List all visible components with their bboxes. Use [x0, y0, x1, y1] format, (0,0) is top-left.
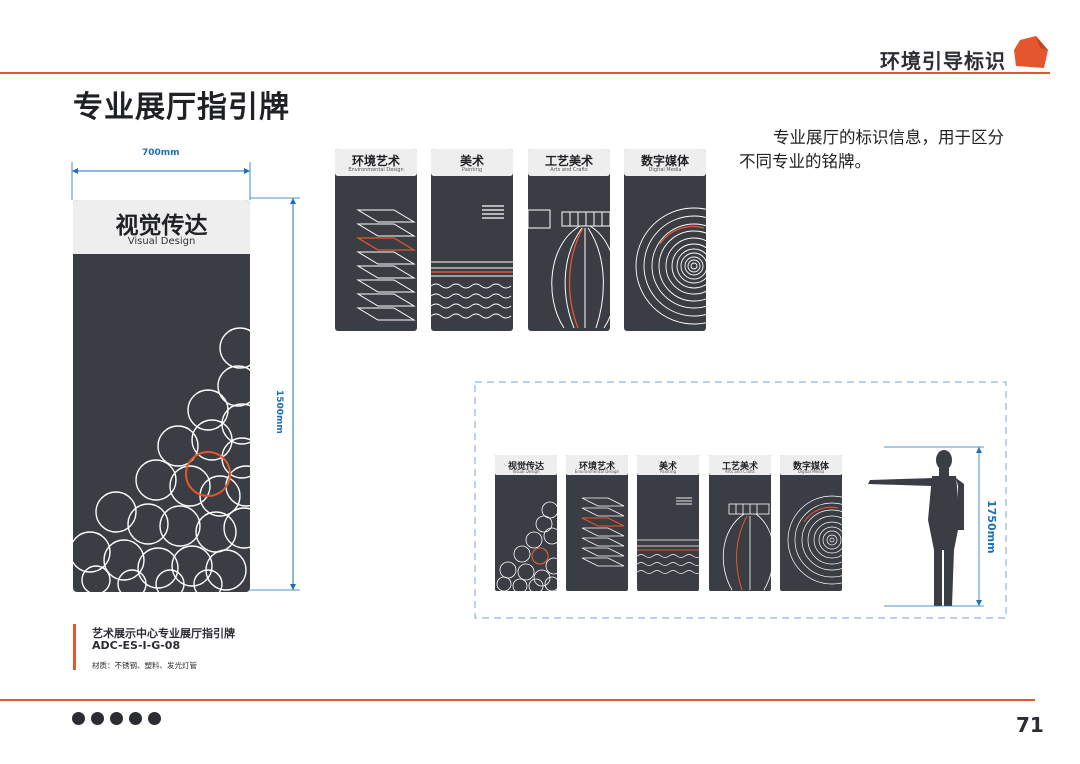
- height-dimension-label: 1500mm: [274, 390, 284, 434]
- pagination-dot: [72, 712, 85, 725]
- scale-sign-subtitle-environmental: Environmental Design: [574, 469, 620, 474]
- pagination-dot: [110, 712, 123, 725]
- top-divider: [0, 72, 1050, 74]
- scale-view-drawing: [474, 381, 1007, 619]
- caption-name: 艺术展示中心专业展厅指引牌: [92, 627, 235, 640]
- pagination-dot: [91, 712, 104, 725]
- scale-sign-subtitle-visual: Visual Design: [512, 469, 540, 474]
- page-title: 专业展厅指引牌: [73, 90, 290, 125]
- width-dimension-label: 700mm: [142, 148, 180, 158]
- category-signs-drawing: [335, 149, 710, 331]
- sign-subtitle-crafts: Arts and Crafts: [550, 167, 588, 173]
- caption-material: 材质：不锈钢、塑料、发光灯管: [92, 661, 197, 670]
- sign-title-environmental: 环境艺术: [351, 154, 400, 168]
- scale-sign-subtitle-digital: Digital Media: [797, 469, 825, 474]
- bottom-divider: [0, 699, 1035, 701]
- page-number: 71: [1016, 713, 1044, 737]
- main-sign-title: 视觉传达: [115, 213, 208, 239]
- main-sign-subtitle: Visual Design: [127, 236, 196, 247]
- sign-title-crafts: 工艺美术: [544, 154, 593, 168]
- description-text: 专业展厅的标识信息，用于区分不同专业的铭牌。: [739, 128, 1004, 171]
- sign-subtitle-digital: Digital Media: [648, 167, 682, 173]
- scale-sign-subtitle-painting: Painting: [659, 469, 677, 474]
- human-height-dimension-label: 1750mm: [985, 500, 998, 554]
- pagination-dot: [129, 712, 142, 725]
- scale-sign-title-crafts: 工艺美术: [721, 462, 758, 472]
- main-sign-drawing: [69, 162, 300, 599]
- pagination-dot: [148, 712, 161, 725]
- sign-title-digital: 数字媒体: [640, 154, 689, 168]
- section-title: 环境引导标识: [880, 49, 1006, 73]
- sign-title-painting: 美术: [459, 154, 484, 168]
- caption-accent-bar: [73, 624, 76, 670]
- sign-subtitle-environmental: Environmental Design: [348, 167, 404, 173]
- logo-icon: [1014, 36, 1048, 68]
- scale-sign-subtitle-crafts: Arts and Crafts: [725, 469, 755, 474]
- caption-code: ADC-ES-I-G-08: [92, 639, 181, 652]
- scale-sign-title-painting: 美术: [658, 462, 677, 472]
- pagination-dots: [72, 712, 161, 725]
- scale-sign-title-visual: 视觉传达: [507, 462, 544, 472]
- scale-sign-title-environmental: 环境艺术: [578, 462, 615, 472]
- sign-subtitle-painting: Painting: [461, 167, 483, 173]
- scale-sign-title-digital: 数字媒体: [792, 462, 829, 472]
